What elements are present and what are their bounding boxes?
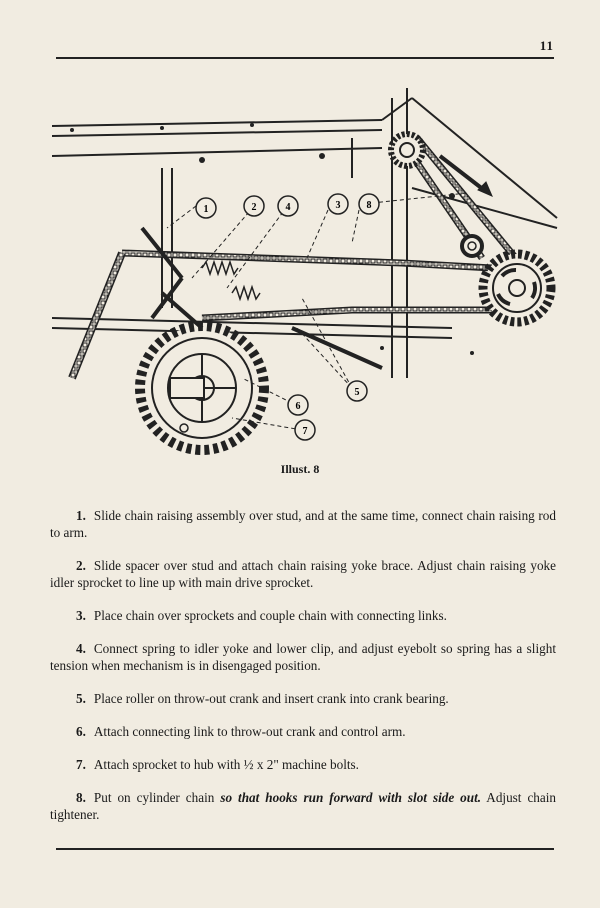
top-rule xyxy=(56,57,554,59)
callout-5: 5 xyxy=(346,380,368,402)
step-text: Slide spacer over stud and attach chain … xyxy=(50,558,556,590)
step-text: Slide chain raising assembly over stud, … xyxy=(50,508,556,540)
cylinder-sprocket xyxy=(135,321,269,455)
step-number: 7. xyxy=(76,757,86,772)
page-number: 11 xyxy=(539,38,554,53)
step-number: 5. xyxy=(76,691,86,706)
machine-drawing: 1 2 4 3 8 5 6 7 xyxy=(52,88,558,455)
step-number: 8. xyxy=(76,790,86,805)
main-drive-sprocket xyxy=(478,249,556,327)
step-text: Attach sprocket to hub with ½ x 2" machi… xyxy=(93,757,359,772)
illustration-caption: Illust. 8 xyxy=(280,462,320,476)
step-1: 1.Slide chain raising assembly over stud… xyxy=(50,507,556,541)
bottom-rule xyxy=(56,848,554,850)
step-text: Place chain over sprockets and couple ch… xyxy=(93,608,447,623)
svg-text:5: 5 xyxy=(355,387,360,398)
step-number: 2. xyxy=(76,558,86,573)
svg-text:8: 8 xyxy=(367,200,372,211)
callout-8: 8 xyxy=(358,193,380,215)
step-number: 6. xyxy=(76,724,86,739)
step-8: 8. Put on cylinder chain so that hooks ru… xyxy=(50,789,556,823)
upper-sprocket xyxy=(388,131,426,169)
frame xyxy=(52,88,558,378)
instruction-list: 1.Slide chain raising assembly over stud… xyxy=(50,507,556,839)
step-text: Put on cylinder chain xyxy=(93,790,221,805)
step-7: 7. Attach sprocket to hub with ½ x 2" mac… xyxy=(50,756,556,773)
callout-3: 3 xyxy=(327,193,349,215)
step-3: 3. Place chain over sprockets and couple … xyxy=(50,607,556,624)
step-number: 4. xyxy=(76,641,86,656)
step-4: 4.Connect spring to idler yoke and lower… xyxy=(50,640,556,674)
svg-text:1: 1 xyxy=(204,204,209,215)
step-6: 6. Attach connecting link to throw-out cr… xyxy=(50,723,556,740)
step-5: 5. Place roller on throw-out crank and in… xyxy=(50,690,556,707)
step-2: 2.Slide spacer over stud and attach chai… xyxy=(50,557,556,591)
svg-text:3: 3 xyxy=(336,200,341,211)
svg-text:6: 6 xyxy=(296,401,301,412)
callout-4: 4 xyxy=(277,195,299,217)
idler-sprocket xyxy=(460,234,484,258)
step-number: 3. xyxy=(76,608,86,623)
callouts: 1 2 4 3 8 5 6 7 xyxy=(195,193,380,441)
step-text: Attach connecting link to throw-out cran… xyxy=(93,724,406,739)
callout-1: 1 xyxy=(195,197,217,219)
linkage xyxy=(140,226,383,370)
callout-2: 2 xyxy=(243,195,265,217)
callout-6: 6 xyxy=(287,394,309,416)
step-number: 1. xyxy=(76,508,86,523)
svg-text:4: 4 xyxy=(286,202,291,213)
leader-lines xyxy=(166,192,468,431)
drive-chain xyxy=(68,135,535,380)
direction-arrow xyxy=(438,154,493,197)
step-text: Place roller on throw-out crank and inse… xyxy=(93,691,449,706)
step-emphasis: so that hooks run forward with slot side… xyxy=(220,790,482,805)
step-text: Connect spring to idler yoke and lower c… xyxy=(50,641,556,673)
spring xyxy=(201,259,261,302)
svg-text:7: 7 xyxy=(303,426,308,437)
step-text-after: Adjust chain tightener. xyxy=(50,790,556,822)
illustration: 1 2 4 3 8 5 6 7 xyxy=(52,78,562,460)
callout-7: 7 xyxy=(294,419,316,441)
svg-text:2: 2 xyxy=(252,202,257,213)
